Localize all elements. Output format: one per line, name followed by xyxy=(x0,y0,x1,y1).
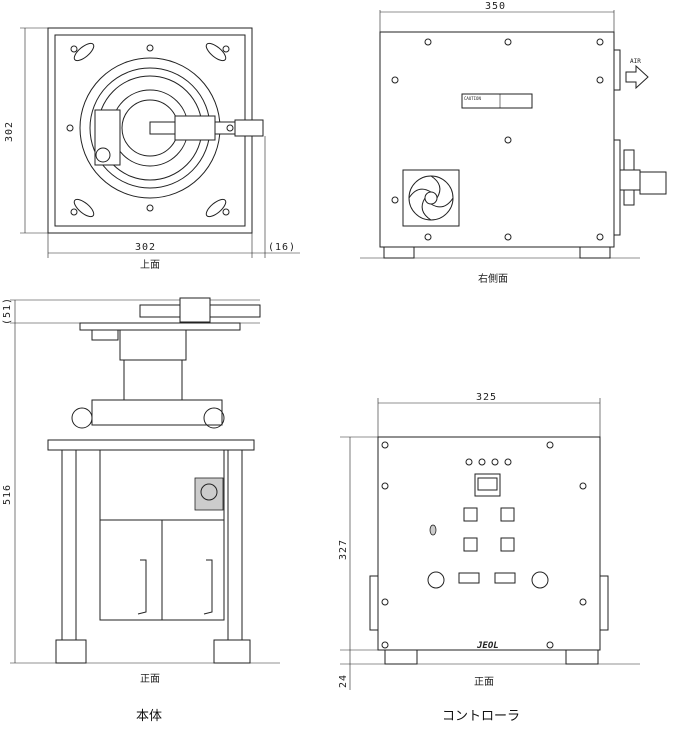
main-front-view: (51) 516 正面 xyxy=(2,297,280,685)
button-4 xyxy=(500,537,515,552)
caption-main-unit: 本体 xyxy=(136,709,162,724)
button-3 xyxy=(463,537,478,552)
caption-controller: コントローラ xyxy=(442,709,520,724)
controller-front-view: JEOL 325 327 24 正面 xyxy=(338,392,640,690)
dim-top-offset: (16) xyxy=(268,242,296,253)
dim-ctrl-width: 325 xyxy=(476,392,497,403)
top-view: 302 302 (16) 上面 xyxy=(4,27,300,271)
right-side-view: CAUTION AIR 350 右側面 xyxy=(360,1,667,285)
dim-side-width: 350 xyxy=(485,1,506,12)
fan-icon xyxy=(402,169,460,227)
dim-ctrl-height: 327 xyxy=(338,539,349,560)
indicator-lamps xyxy=(465,458,512,466)
dim-top-width: 302 xyxy=(135,242,156,253)
dim-front-height: 516 xyxy=(2,484,13,505)
label-top-view: 上面 xyxy=(140,259,160,271)
air-label: AIR xyxy=(630,58,641,65)
button-1 xyxy=(463,507,478,522)
brand-logo: JEOL xyxy=(476,641,499,651)
dim-top-height: 302 xyxy=(4,121,15,142)
label-main-front-view: 正面 xyxy=(140,674,160,685)
caution-label: CAUTION xyxy=(461,93,533,109)
label-right-side-view: 右側面 xyxy=(478,272,508,285)
dim-ctrl-foot: 24 xyxy=(338,674,349,688)
air-arrow-icon: AIR xyxy=(625,58,649,90)
dim-front-top: (51) xyxy=(2,297,13,325)
button-2 xyxy=(500,507,515,522)
clamp-handles xyxy=(73,42,227,218)
caution-text: CAUTION xyxy=(464,96,481,101)
label-ctrl-front-view: 正面 xyxy=(474,677,494,688)
